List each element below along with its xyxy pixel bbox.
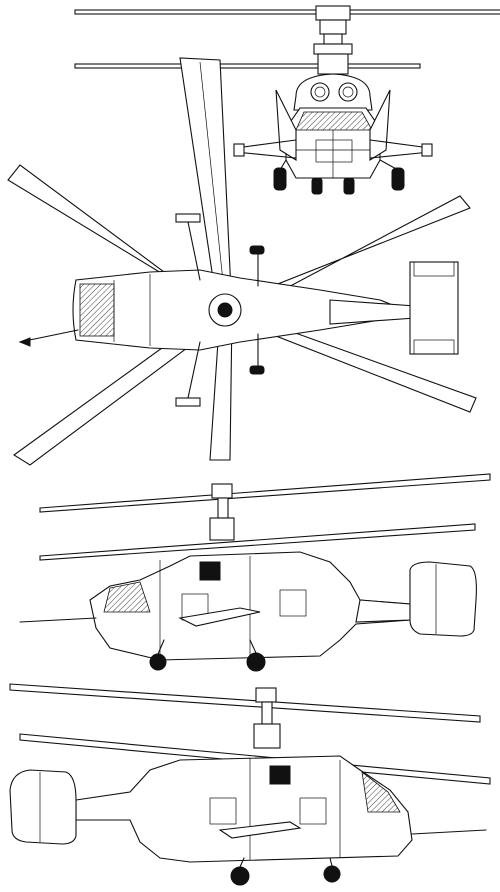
top-right-wing bbox=[175, 397, 201, 407]
side1-nose-wheel bbox=[149, 653, 167, 671]
side2-cockpit-window bbox=[361, 771, 401, 813]
top-rotor-blades bbox=[7, 57, 477, 466]
top-left-fin bbox=[413, 261, 455, 277]
side1-main-wheel bbox=[246, 652, 266, 672]
front-left-intake bbox=[310, 82, 330, 102]
side2-fuselage bbox=[75, 755, 413, 863]
side1-lower-hub bbox=[209, 517, 235, 541]
top-right-fin bbox=[413, 339, 455, 355]
side2-nose-wheel bbox=[323, 865, 341, 883]
top-left-float bbox=[249, 245, 265, 255]
front-nose-wheel-right bbox=[343, 177, 355, 195]
front-lower-rotor-blade bbox=[74, 63, 421, 69]
side1-cockpit-window bbox=[103, 581, 151, 613]
side2-stub-wing bbox=[218, 821, 302, 839]
front-upper-hub bbox=[315, 5, 351, 21]
side2-upper-rotor-blade bbox=[9, 683, 481, 723]
front-upper-rotor-blade bbox=[74, 9, 500, 15]
front-right-strut bbox=[369, 139, 431, 149]
front-right-wheel bbox=[391, 167, 405, 191]
side2-lower-hub bbox=[253, 723, 281, 749]
front-nose-wheel-left bbox=[311, 177, 323, 195]
front-left-wheel bbox=[273, 167, 287, 191]
front-right-wingtip bbox=[421, 143, 433, 157]
top-cockpit-glazing bbox=[79, 283, 115, 337]
side1-nose-probe bbox=[19, 617, 97, 623]
front-left-strut bbox=[235, 139, 297, 149]
side1-tail-boom bbox=[355, 599, 411, 623]
side2-main-wheel bbox=[230, 866, 250, 886]
side2-tail-fin bbox=[9, 769, 77, 845]
side2-upper-hub bbox=[255, 687, 277, 703]
side2-rotor-mast bbox=[261, 701, 273, 725]
side1-lower-rotor-blade bbox=[39, 523, 476, 561]
front-left-wingtip bbox=[233, 143, 245, 157]
top-tail-boom bbox=[329, 299, 416, 325]
front-right-sponson bbox=[369, 89, 391, 161]
side2-nose-probe bbox=[411, 829, 487, 835]
side1-rotor-mast bbox=[217, 497, 229, 519]
side-view-right bbox=[19, 473, 491, 672]
front-lower-hub bbox=[317, 53, 349, 75]
front-rotor-mast bbox=[323, 33, 343, 45]
side1-upper-rotor-blade bbox=[39, 473, 491, 513]
side1-engine-intake bbox=[199, 561, 221, 581]
front-windscreen bbox=[295, 111, 373, 131]
top-right-float bbox=[249, 365, 265, 375]
top-tailplane bbox=[409, 261, 459, 355]
top-view bbox=[7, 57, 477, 466]
front-view bbox=[74, 5, 500, 195]
side-view-left bbox=[9, 683, 491, 886]
front-left-sponson bbox=[275, 89, 297, 161]
side1-upper-hub bbox=[211, 483, 233, 499]
side1-tail-fin bbox=[409, 561, 477, 637]
side1-stub-wing bbox=[178, 607, 261, 627]
top-left-wing bbox=[175, 213, 201, 223]
front-right-intake bbox=[338, 82, 358, 102]
front-engine-housing bbox=[293, 73, 373, 111]
side2-engine-intake bbox=[269, 765, 291, 785]
